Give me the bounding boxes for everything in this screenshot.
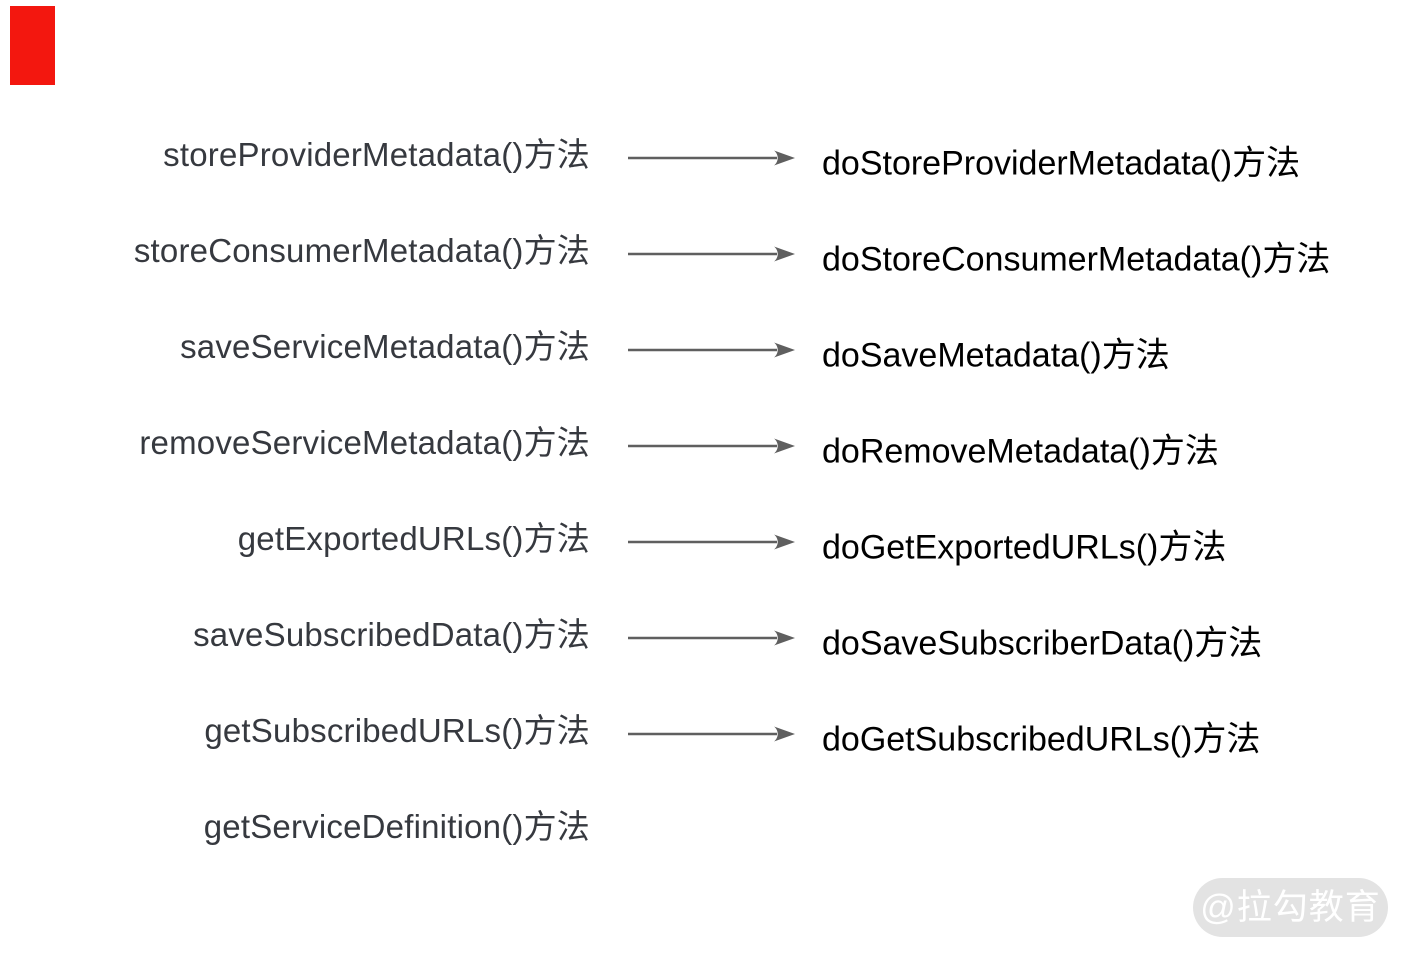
red-corner-marker — [10, 6, 55, 85]
left-method-label: storeConsumerMetadata()方法 — [133, 232, 590, 269]
right-method-label: doStoreConsumerMetadata()方法 — [822, 240, 1331, 279]
right-method-label: doRemoveMetadata()方法 — [822, 432, 1219, 471]
mapping-row: storeConsumerMetadata()方法 doStoreConsume… — [0, 200, 1412, 296]
mapping-row: getServiceDefinition()方法 — [0, 776, 1412, 872]
right-arrow-icon — [628, 438, 795, 454]
right-method-label: doGetSubscribedURLs()方法 — [822, 720, 1261, 759]
left-method-label: storeProviderMetadata()方法 — [163, 136, 590, 173]
watermark-badge: @拉勾教育 — [1193, 878, 1388, 937]
right-arrow-icon — [628, 150, 795, 166]
right-method-label: doStoreProviderMetadata()方法 — [822, 144, 1301, 183]
right-method-label: doSaveMetadata()方法 — [822, 336, 1170, 375]
right-method-label: doSaveSubscriberData()方法 — [822, 624, 1263, 663]
mapping-row: removeServiceMetadata()方法 doRemoveMetada… — [0, 392, 1412, 488]
mapping-row: storeProviderMetadata()方法 doStoreProvide… — [0, 104, 1412, 200]
right-arrow-icon — [628, 246, 795, 262]
left-method-label: saveSubscribedData()方法 — [193, 616, 590, 653]
right-arrow-icon — [628, 534, 795, 550]
left-method-label: removeServiceMetadata()方法 — [139, 424, 590, 461]
mapping-row: saveSubscribedData()方法 doSaveSubscriberD… — [0, 584, 1412, 680]
left-method-label: getExportedURLs()方法 — [237, 520, 590, 557]
left-method-label: getSubscribedURLs()方法 — [204, 712, 590, 749]
mapping-row: getExportedURLs()方法 doGetExportedURLs()方… — [0, 488, 1412, 584]
mapping-row: saveServiceMetadata()方法 doSaveMetadata()… — [0, 296, 1412, 392]
right-arrow-icon — [628, 342, 795, 358]
right-arrow-icon — [628, 630, 795, 646]
left-method-label: getServiceDefinition()方法 — [203, 808, 590, 845]
right-method-label: doGetExportedURLs()方法 — [822, 528, 1227, 567]
mapping-row: getSubscribedURLs()方法 doGetSubscribedURL… — [0, 680, 1412, 776]
right-arrow-icon — [628, 726, 795, 742]
left-method-label: saveServiceMetadata()方法 — [180, 328, 590, 365]
